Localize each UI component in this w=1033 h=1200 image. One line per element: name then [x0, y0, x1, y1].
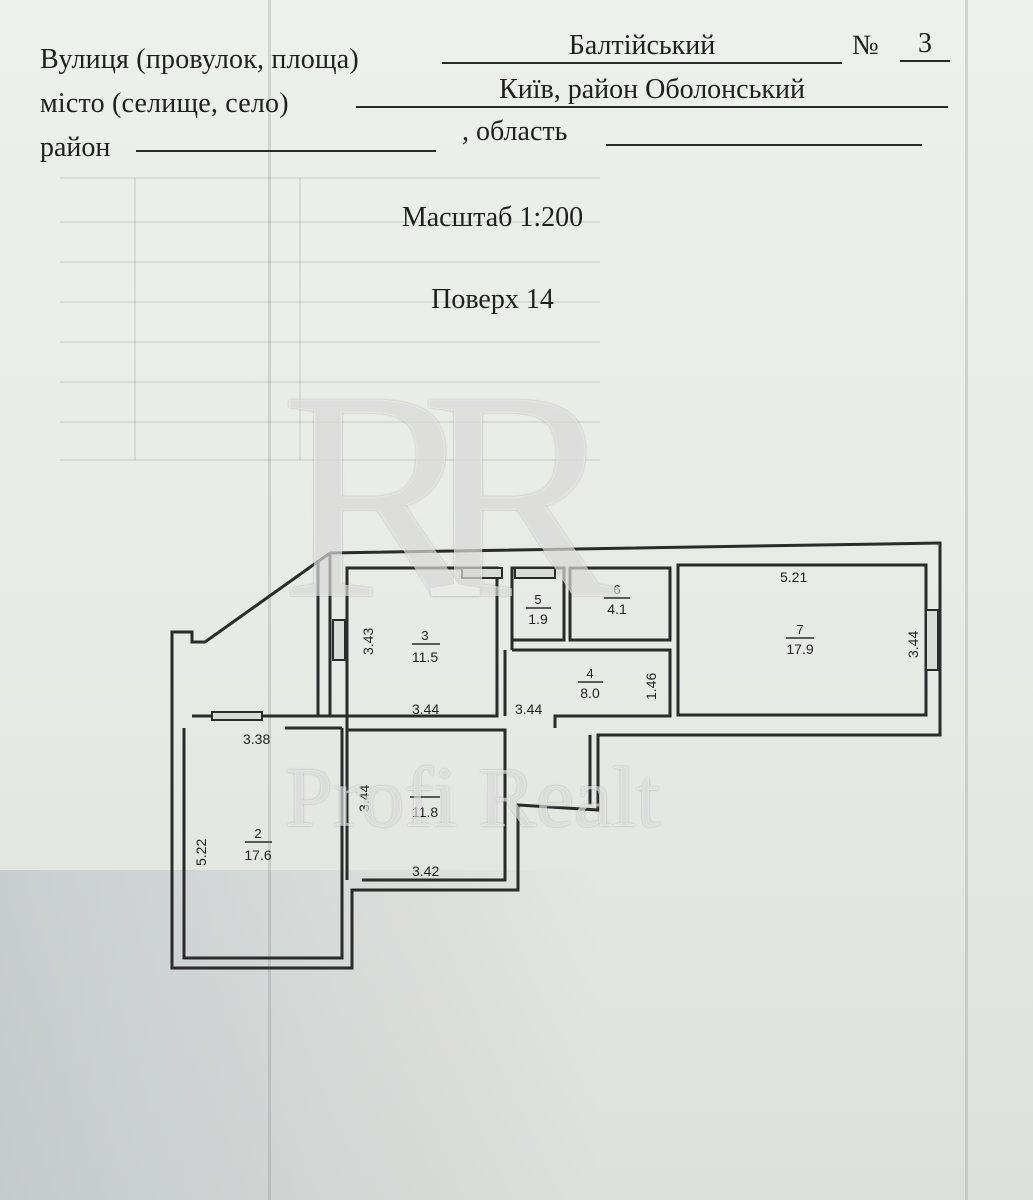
room-5-number: 5 [534, 592, 541, 607]
plumbing-fixture-2 [514, 567, 556, 579]
dim-1-46: 1.46 [643, 673, 659, 700]
room-6-outline [568, 566, 672, 642]
scale-label: Масштаб 1:200 [401, 202, 584, 233]
dim-5-22: 5.22 [193, 839, 209, 866]
district-value [136, 118, 436, 152]
room-2-inner [182, 728, 344, 960]
room-2-number: 2 [254, 826, 261, 841]
room-7-area: 17.9 [786, 641, 813, 657]
city-row: місто (селище, село) [40, 88, 289, 120]
dim-3-38: 3.38 [243, 731, 270, 747]
room-4-number: 4 [586, 666, 593, 681]
dim-3-44-b: 3.44 [515, 701, 542, 717]
room-3-outline [345, 566, 499, 718]
outer-wall [170, 541, 942, 970]
room-lower-outline [347, 728, 507, 882]
floor-label: Поверх 14 [431, 284, 554, 315]
room-7-outline [676, 563, 928, 717]
fold-line [268, 0, 271, 1200]
dim-3-44-a: 3.44 [412, 701, 439, 717]
window-balcony [211, 711, 263, 721]
region-label: , область [462, 116, 568, 147]
dim-5-21: 5.21 [780, 569, 807, 585]
city-value: Київ, район Оболонський [356, 74, 948, 108]
room-2-area: 17.6 [244, 847, 271, 863]
room-7-number: 7 [796, 622, 803, 637]
plumbing-fixture [461, 567, 503, 579]
room-6-area: 4.1 [607, 601, 627, 617]
room-6-number: 6 [613, 582, 620, 597]
room-5-area: 1.9 [528, 611, 548, 627]
watermark-text: Profi Realt [285, 749, 660, 845]
room-3-area: 11.5 [412, 649, 438, 665]
street-label: Вулиця (провулок, площа) [40, 44, 359, 75]
fold-line-right [965, 0, 968, 1200]
room-4-outline [512, 648, 672, 728]
shadow-overlay [0, 870, 600, 1200]
district-label: район [40, 132, 111, 163]
dim-3-44-d: 3.44 [905, 631, 921, 658]
number-value: 3 [900, 28, 950, 62]
dim-3-43: 3.43 [360, 628, 376, 655]
room-4-area: 8.0 [580, 685, 600, 701]
street-row: Вулиця (провулок, площа) [40, 44, 359, 76]
room-lower-area: 11.8 [412, 804, 438, 820]
balcony-wall [170, 551, 331, 728]
street-value: Балтійський [442, 30, 842, 64]
room-3-number: 3 [421, 628, 428, 643]
city-label: місто (селище, село) [40, 88, 289, 119]
dim-3-42: 3.42 [412, 863, 439, 879]
number-label: № [852, 30, 879, 61]
watermark-logo: RR [280, 329, 620, 661]
region-value [606, 112, 922, 146]
window-room-7 [925, 609, 939, 671]
window-room-3 [332, 619, 346, 661]
dim-3-44-c: 3.44 [356, 785, 372, 812]
